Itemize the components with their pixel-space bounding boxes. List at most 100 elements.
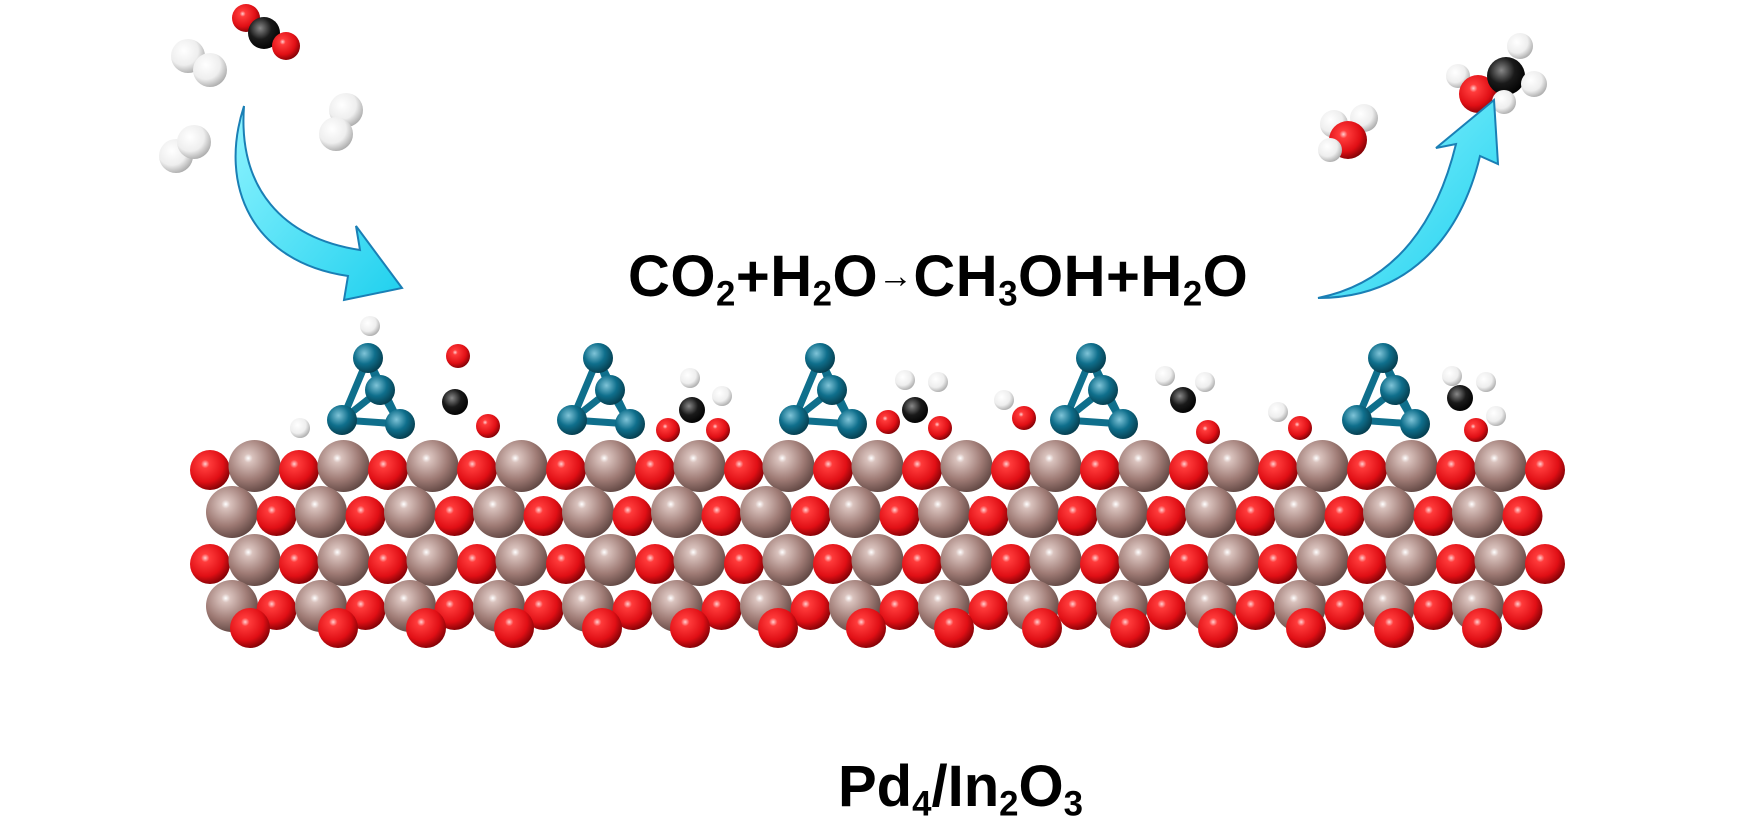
oxygen-atom: [406, 608, 446, 648]
indium-atom: [1274, 486, 1326, 538]
indium-atom: [1007, 486, 1059, 538]
hydrogen-atom: [895, 370, 915, 390]
plus-sign: +: [1106, 244, 1141, 309]
oxygen-atom: [790, 496, 831, 536]
hydrogen-atom: [928, 372, 948, 392]
oxygen-atom: [1022, 608, 1062, 648]
oxygen-atom: [902, 450, 942, 490]
pd4-cluster: [779, 343, 952, 440]
hydrogen-atom: [360, 316, 380, 336]
oxygen-atom: [494, 608, 534, 648]
indium-atom: [317, 534, 370, 586]
oxygen-atom: [1146, 590, 1187, 630]
indium-atom: [1029, 534, 1082, 586]
palladium-atom: [583, 343, 613, 373]
indium-atom: [740, 486, 792, 538]
indium-atom: [651, 486, 703, 538]
oxygen-atom: [1110, 608, 1150, 648]
oxygen-atom: [968, 496, 1009, 536]
indium-atom: [940, 440, 993, 492]
hydrogen-atom: [994, 390, 1014, 410]
indium-atom: [673, 440, 726, 492]
in2o3-slab: [190, 440, 1565, 648]
oxygen-atom: [279, 450, 319, 490]
reaction-equation: CO2+H2O→CH3OH+H2O: [628, 248, 1248, 312]
palladium-atom: [1108, 409, 1138, 439]
oxygen-atom: [1057, 496, 1098, 536]
oxygen-atom: [1324, 590, 1365, 630]
oxygen-atom: [1413, 496, 1454, 536]
palladium-atom: [595, 375, 625, 405]
palladium-atom: [1342, 405, 1372, 435]
oxygen-atom: [1502, 496, 1543, 536]
oxygen-atom: [846, 608, 886, 648]
indium-atom: [562, 486, 614, 538]
indium-atom: [673, 534, 726, 586]
carbon-atom: [679, 397, 705, 423]
indium-atom: [495, 534, 548, 586]
indium-atom: [829, 486, 881, 538]
palladium-atom: [1368, 343, 1398, 373]
palladium-atom: [1400, 409, 1430, 439]
oxygen-atom: [813, 544, 853, 584]
oxygen-atom: [476, 414, 500, 438]
oxygen-atom: [934, 608, 974, 648]
indium-atom: [1385, 440, 1438, 492]
reactant-h2o: H2O: [770, 244, 879, 314]
oxygen-atom: [701, 496, 742, 536]
indium-atom: [406, 440, 459, 492]
indium-atom: [1029, 440, 1082, 492]
hydrogen-atom: [1155, 366, 1175, 386]
oxygen-atom: [457, 450, 497, 490]
carbon-atom: [1487, 57, 1525, 95]
hydrogen-atom: [1492, 90, 1516, 114]
hydrogen-atom: [1486, 406, 1506, 426]
oxygen-atom: [1413, 590, 1454, 630]
oxygen-atom: [190, 450, 230, 490]
palladium-atom: [353, 343, 383, 373]
oxygen-atom: [523, 496, 564, 536]
hydrogen-atom: [319, 117, 353, 151]
palladium-atom: [1380, 375, 1410, 405]
oxygen-atom: [724, 544, 764, 584]
oxygen-atom: [1462, 608, 1502, 648]
pd4-cluster: [290, 316, 500, 439]
oxygen-atom: [434, 590, 475, 630]
oxygen-atom: [1525, 544, 1565, 584]
palladium-atom: [327, 405, 357, 435]
oxygen-atom: [701, 590, 742, 630]
indium-atom: [1096, 486, 1148, 538]
oxygen-atom: [256, 496, 297, 536]
oxygen-atom: [656, 418, 680, 442]
oxygen-atom: [1057, 590, 1098, 630]
oxygen-atom: [1374, 608, 1414, 648]
carbon-atom: [248, 17, 280, 49]
oxygen-atom: [368, 544, 408, 584]
indium-atom: [317, 440, 370, 492]
oxygen-atom: [446, 344, 470, 368]
indium-atom: [1207, 534, 1260, 586]
oxygen-atom: [546, 450, 586, 490]
indium-atom: [918, 486, 970, 538]
oxygen-atom: [1324, 496, 1365, 536]
oxygen-atom: [1347, 544, 1387, 584]
oxygen-atom: [1169, 544, 1209, 584]
oxygen-atom: [368, 450, 408, 490]
oxygen-atom: [457, 544, 497, 584]
reaction-arrow: →: [878, 256, 914, 296]
oxygen-atom: [991, 450, 1031, 490]
indium-atom: [1363, 486, 1415, 538]
indium-atom: [384, 486, 436, 538]
oxygen-atom: [1464, 418, 1488, 442]
palladium-atom: [817, 375, 847, 405]
indium-atom: [1296, 440, 1349, 492]
carbon-atom: [1447, 385, 1473, 411]
hydrogen-atom: [1476, 372, 1496, 392]
indium-atom: [762, 534, 815, 586]
oxygen-atom: [279, 544, 319, 584]
oxygen-atom: [724, 450, 764, 490]
oxygen-atom: [758, 608, 798, 648]
adsorption-arrow: [234, 105, 404, 302]
oxygen-atom: [1286, 608, 1326, 648]
oxygen-atom: [1235, 496, 1276, 536]
